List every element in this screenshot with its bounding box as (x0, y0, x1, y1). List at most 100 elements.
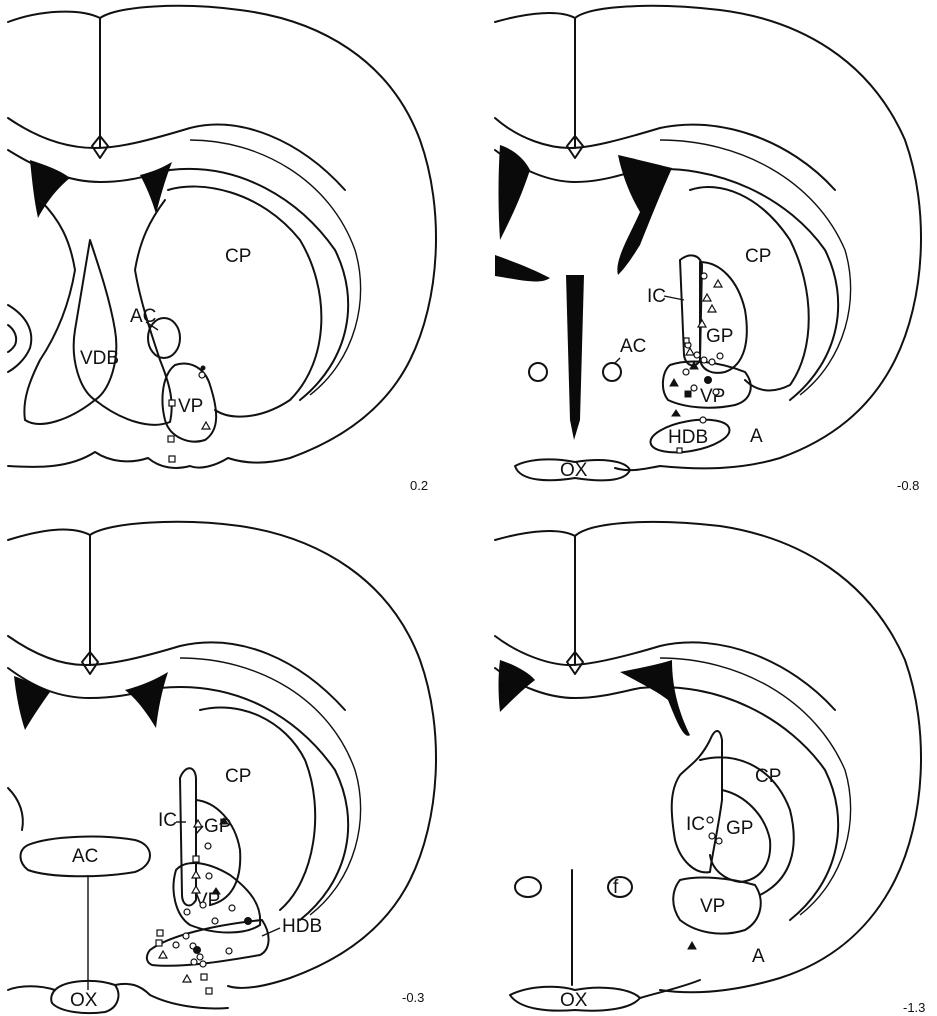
open-circle-marker (694, 352, 700, 358)
label-gp: GP (204, 816, 231, 837)
left-lobe-contour (8, 788, 23, 830)
open-circle-marker (683, 369, 689, 375)
label-ox: OX (560, 990, 588, 1011)
open-triangle-marker (192, 871, 200, 878)
label-ac: AC (130, 306, 156, 327)
left-circle-outline (529, 363, 547, 381)
filled-circle-marker (705, 377, 712, 384)
basal-contour (640, 980, 700, 998)
lateral-ventricle-left (14, 676, 50, 730)
label-cp: CP (755, 766, 781, 787)
open-circle-marker (200, 961, 206, 967)
left-lobe-contour (8, 305, 31, 372)
open-square-marker (684, 338, 689, 343)
open-square-marker (169, 400, 175, 406)
filled-triangle-marker (670, 379, 678, 386)
filled-circle-marker (194, 947, 201, 954)
open-circle-marker (691, 385, 697, 391)
hdb-leader (262, 928, 280, 936)
corpus-callosum-lower (8, 668, 348, 920)
open-square-marker (193, 856, 199, 862)
panel-level--1.3: CP IC GP f VP A OX -1.3 (495, 522, 925, 1015)
lateral-ventricle-right (125, 672, 168, 728)
label-ac: AC (72, 846, 98, 867)
open-triangle-marker (714, 280, 722, 287)
third-ventricle-column (566, 275, 584, 440)
lateral-ventricle-left (499, 145, 531, 240)
open-triangle-marker (686, 348, 694, 355)
ventricle-lower-left (495, 255, 550, 282)
fornix-outline (608, 877, 632, 897)
open-circle-marker (206, 873, 212, 879)
ac-outline (603, 363, 621, 381)
open-circle-marker (199, 372, 205, 378)
ic-outline (180, 768, 196, 905)
open-triangle-marker (708, 305, 716, 312)
open-circle-marker (184, 909, 190, 915)
filled-square-marker (685, 391, 691, 397)
level-label: -1.3 (903, 1000, 925, 1015)
open-circle-marker (173, 942, 179, 948)
hemisphere-outline (8, 522, 436, 988)
label-vp: VP (700, 386, 725, 407)
open-circle-marker (716, 838, 722, 844)
open-circle-marker (701, 357, 707, 363)
open-square-marker (156, 940, 162, 946)
level-label: -0.8 (897, 478, 919, 493)
open-circle-marker (707, 817, 713, 823)
label-f: f (613, 877, 619, 898)
external-capsule (660, 140, 851, 395)
vdb-outline (74, 240, 117, 400)
open-triangle-marker (183, 975, 191, 982)
label-vp: VP (700, 896, 725, 917)
label-vp: VP (178, 396, 203, 417)
cp-inner-boundary (690, 187, 809, 390)
panel-level--0.8: CP IC GP AC VP HDB A OX -0.8 (495, 6, 921, 493)
panel-level--0.3: CP IC GP AC VP HDB OX -0.3 (8, 522, 436, 1013)
left-oval-outline (515, 877, 541, 897)
open-triangle-marker (159, 951, 167, 958)
lateral-ventricle-left (30, 160, 70, 218)
filled-triangle-marker (672, 410, 680, 416)
label-gp: GP (726, 818, 753, 839)
lateral-ventricle-left (499, 660, 536, 712)
label-cp: CP (225, 766, 251, 787)
label-hdb: HDB (668, 427, 708, 448)
open-square-marker (168, 436, 174, 442)
open-circle-marker (709, 833, 715, 839)
open-circle-marker (200, 902, 206, 908)
open-circle-marker (205, 843, 211, 849)
panel-level-0.2: CP AC VDB VP 0.2 (8, 6, 436, 493)
lateral-ventricle-right (617, 155, 672, 275)
open-triangle-marker (703, 294, 711, 301)
ac-leader (614, 358, 620, 364)
label-gp: GP (706, 326, 733, 347)
label-ic: IC (686, 814, 705, 835)
hemisphere-outline (495, 522, 921, 992)
cp-inner-boundary (168, 187, 321, 417)
level-label: -0.3 (402, 990, 424, 1005)
label-a: A (752, 946, 765, 967)
filled-circle-marker (245, 918, 252, 925)
lateral-ventricle-right (620, 660, 690, 736)
open-circle-marker (229, 905, 235, 911)
open-circle-marker (701, 273, 707, 279)
open-square-marker (206, 988, 212, 994)
open-circle-marker (713, 389, 719, 395)
open-square-marker (169, 456, 175, 462)
label-vdb: VDB (80, 348, 119, 369)
hdb-outline (147, 920, 269, 966)
open-square-marker (157, 930, 163, 936)
filled-circle-marker (201, 366, 205, 370)
label-hdb: HDB (282, 916, 322, 937)
lateral-ventricle-right (140, 162, 172, 214)
open-circle-marker (709, 359, 715, 365)
corpus-callosum-upper (8, 636, 345, 710)
label-ox: OX (560, 460, 588, 481)
open-square-marker (677, 448, 682, 453)
open-square-marker (201, 974, 207, 980)
label-a: A (750, 426, 763, 447)
label-cp: CP (745, 246, 771, 267)
open-circle-marker (212, 918, 218, 924)
